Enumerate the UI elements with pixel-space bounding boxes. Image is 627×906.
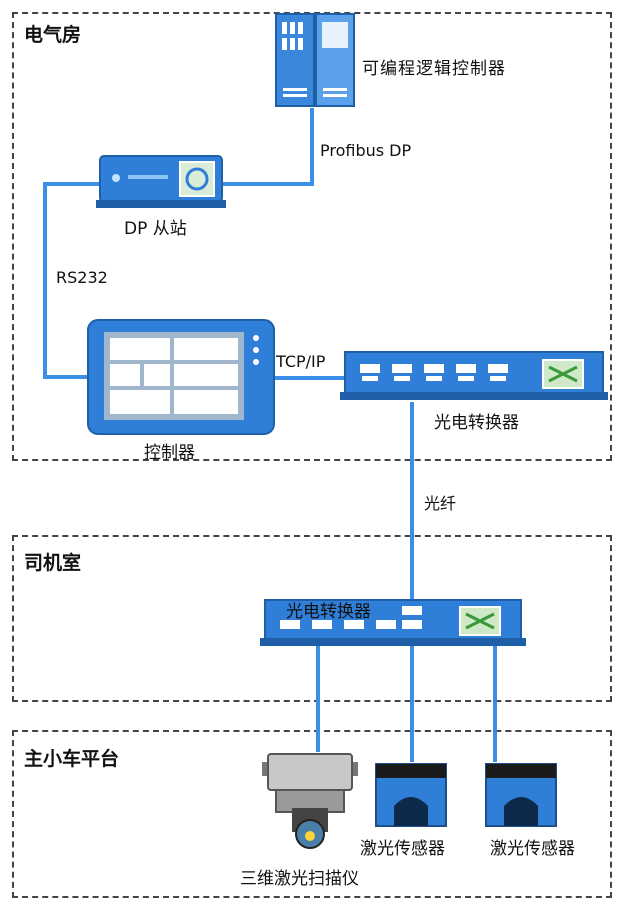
rs232-cable: [43, 182, 100, 379]
profibus-cable: [222, 108, 314, 186]
zone-electrical-room-title: 电气房: [24, 24, 82, 46]
media-converter-cab-label: 光电转换器: [286, 602, 371, 622]
controller-label: 控制器: [144, 443, 195, 463]
zone-main-trolley: [12, 730, 612, 898]
plc-label: 可编程逻辑控制器: [362, 59, 506, 79]
laser-sensor-2-icon: [485, 763, 557, 827]
zone-driver-cab: [12, 535, 612, 702]
controller-icon: [87, 319, 275, 435]
plc-icon: [275, 13, 355, 107]
dp-slave-label: DP 从站: [124, 219, 187, 239]
cables: [43, 108, 497, 762]
scanner-3d-label: 三维激光扫描仪: [240, 869, 359, 889]
dp-slave-icon: [96, 155, 226, 208]
media-converter-top-label: 光电转换器: [434, 413, 519, 433]
laser-sensor-1-label: 激光传感器: [360, 839, 445, 859]
media-converter-cab-icon: [260, 599, 526, 646]
tcpip-label: TCP/IP: [276, 352, 326, 371]
rs232-label: RS232: [56, 268, 108, 287]
scanner-3d-icon: [262, 753, 358, 849]
media-converter-top-icon: [340, 351, 608, 400]
fiber-label: 光纤: [424, 494, 457, 513]
laser-sensor-1-icon: [375, 763, 447, 827]
zone-driver-cab-title: 司机室: [24, 552, 82, 574]
zone-main-trolley-title: 主小车平台: [24, 748, 120, 770]
profibus-label: Profibus DP: [320, 141, 412, 160]
laser-sensor-2-label: 激光传感器: [490, 839, 575, 859]
